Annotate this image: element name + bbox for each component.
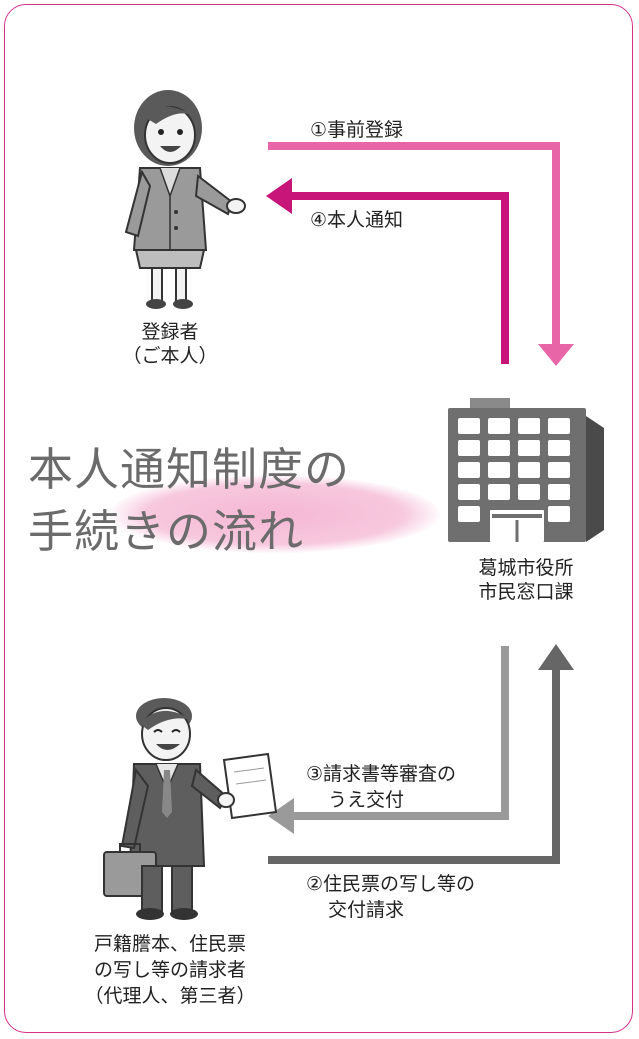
city-hall-label-line2: 市民窓口課 (478, 581, 574, 603)
step2-arrow (268, 644, 574, 864)
requester-label-line3: （代理人、第三者） (84, 985, 256, 1007)
city-hall-building-icon (448, 398, 604, 542)
step2-label-line2: 交付請求 (328, 899, 405, 921)
step2-label-line1: ②住民票の写し等の (306, 873, 476, 895)
step3-label-line1: ③請求書等審査の (306, 763, 457, 785)
requester-illustration (103, 698, 278, 920)
step1-arrow (268, 142, 574, 366)
step4-label: ④本人通知 (310, 209, 404, 231)
city-hall-label-line1: 葛城市役所 (478, 557, 574, 579)
title-block: 本人通知制度の 手続きの流れ (28, 440, 440, 580)
requester-label-line1: 戸籍謄本、住民票 (93, 933, 246, 955)
title-line1: 本人通知制度の (28, 443, 351, 496)
step4-arrow (266, 178, 509, 364)
step1-label: ①事前登録 (310, 119, 404, 141)
title-highlight (110, 475, 440, 553)
title-line2: 手続きの流れ (28, 505, 305, 558)
registrant-label-line1: 登録者 (141, 321, 199, 343)
registrant-label-line2: （ご本人） (122, 345, 218, 367)
requester-label-line2: の写し等の請求者 (93, 959, 246, 981)
step3-arrow (268, 646, 509, 834)
step3-label-line2: うえ交付 (328, 789, 405, 811)
registrant-illustration (124, 90, 246, 309)
diagram-frame (4, 4, 633, 1033)
